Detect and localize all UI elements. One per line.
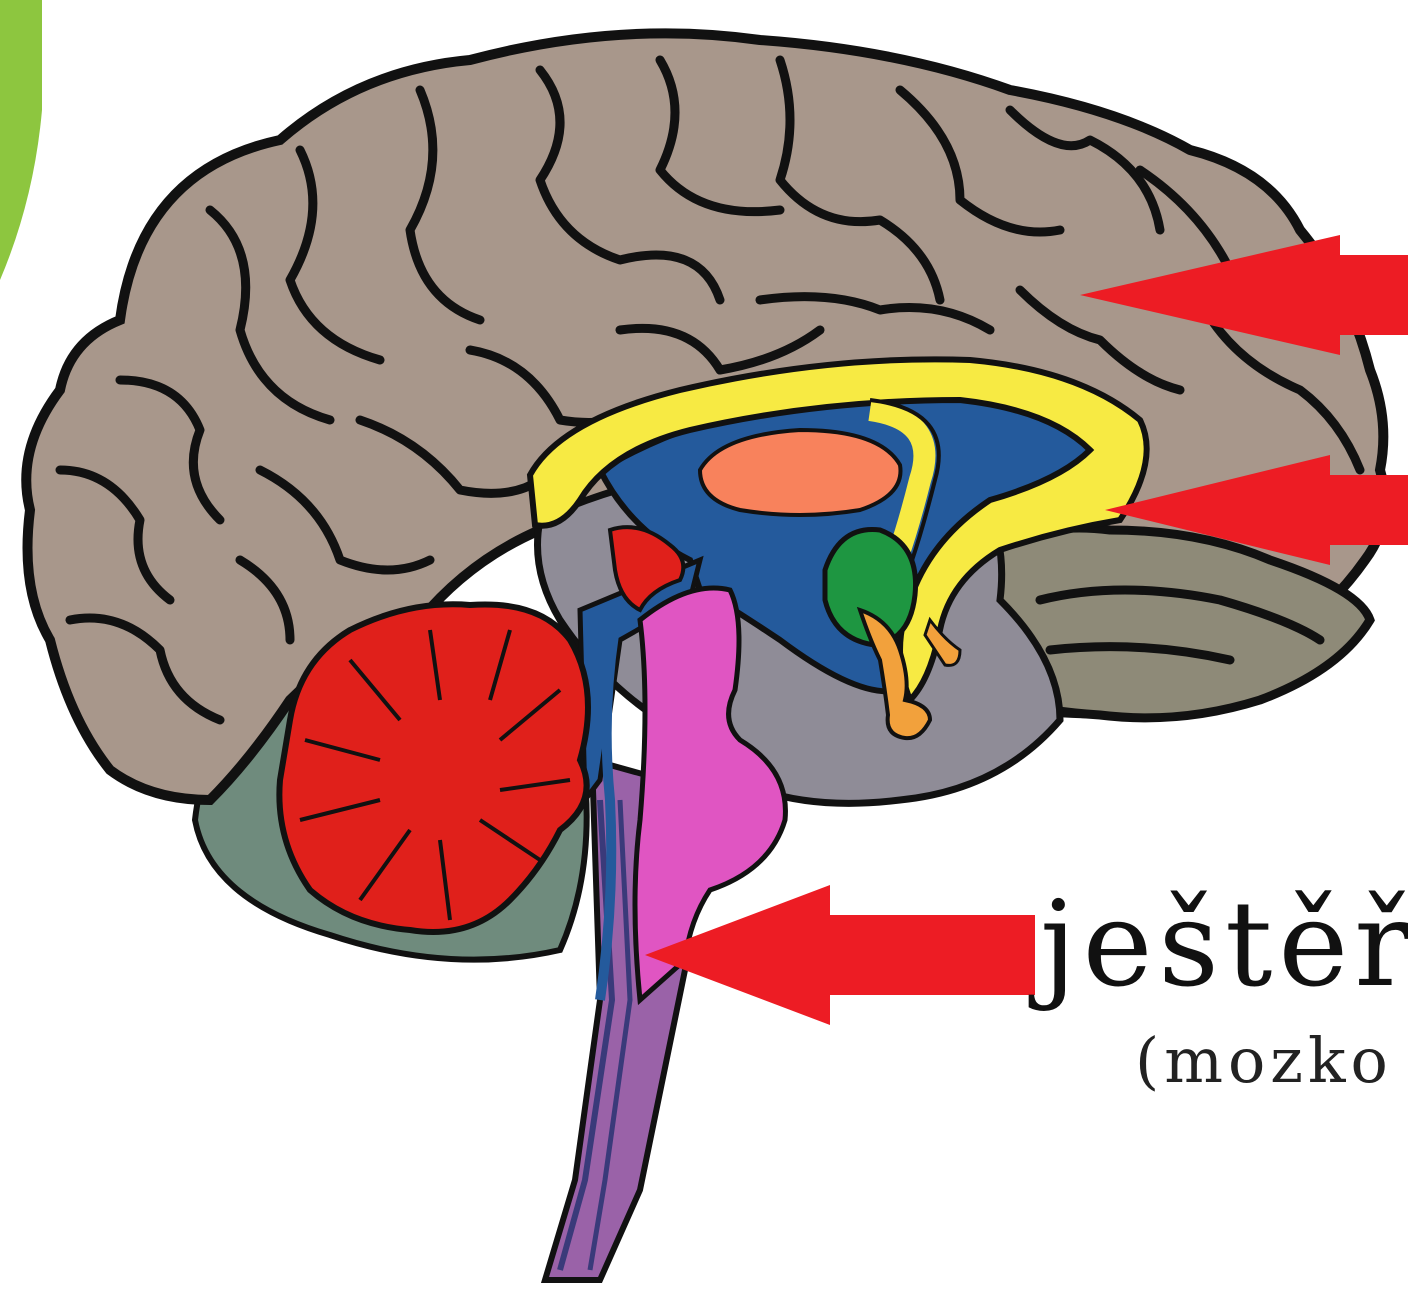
reptile-brain-label: ještěří	[1040, 885, 1408, 1003]
thalamus	[700, 430, 901, 515]
brainstem-note-label: (mozko	[1135, 1030, 1393, 1092]
accent-green-band	[0, 0, 42, 280]
